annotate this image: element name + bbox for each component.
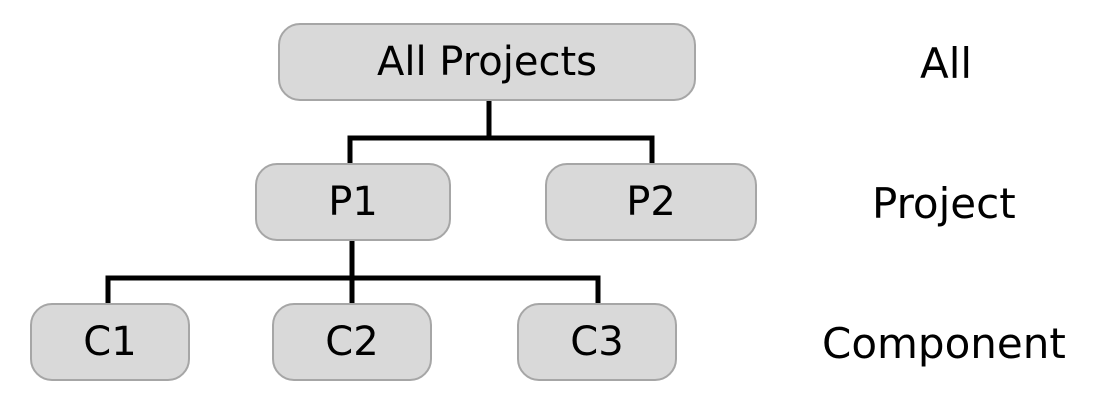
node-project-p1-label: P1 <box>328 179 378 225</box>
node-component-c2-label: C2 <box>325 319 379 365</box>
level-label-project: Project <box>872 179 1016 228</box>
node-all-projects: All Projects <box>278 23 696 101</box>
node-component-c1-label: C1 <box>83 319 137 365</box>
node-project-p1: P1 <box>255 163 451 241</box>
node-project-p2: P2 <box>545 163 757 241</box>
node-all-projects-label: All Projects <box>377 39 597 85</box>
node-component-c3-label: C3 <box>570 319 624 365</box>
level-label-all: All <box>920 39 973 88</box>
node-project-p2-label: P2 <box>626 179 676 225</box>
node-component-c2: C2 <box>272 303 432 381</box>
node-component-c3: C3 <box>517 303 677 381</box>
node-component-c1: C1 <box>30 303 190 381</box>
level-label-component: Component <box>822 319 1066 368</box>
